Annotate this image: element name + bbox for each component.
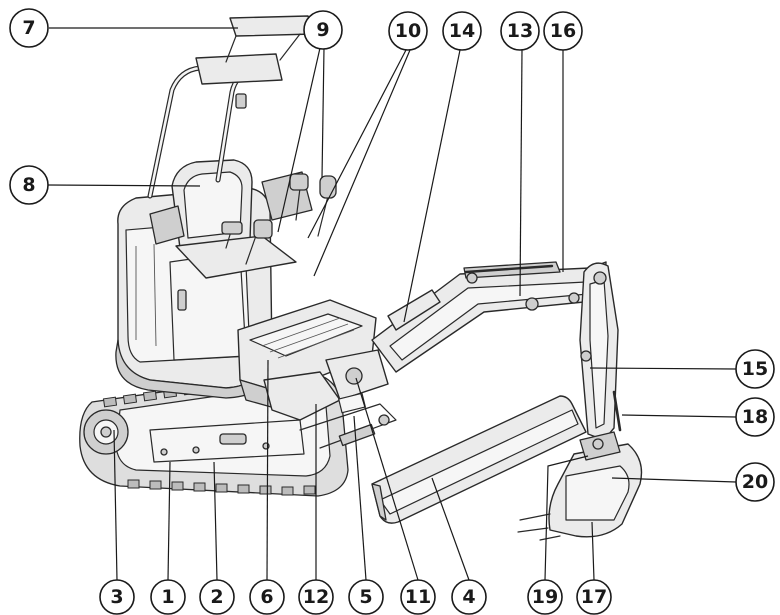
dozer-blade <box>299 395 587 524</box>
svg-text:3: 3 <box>110 586 123 608</box>
callout-4: 4 <box>451 579 487 615</box>
swing-bracket <box>325 349 390 426</box>
svg-text:5: 5 <box>359 586 372 608</box>
leader-lines <box>47 27 737 581</box>
callout-2: 2 <box>199 579 235 615</box>
operator-seat <box>149 159 313 279</box>
svg-text:1: 1 <box>161 586 174 608</box>
svg-text:17: 17 <box>581 586 607 608</box>
callout-7: 7 <box>9 8 49 48</box>
callout-18: 18 <box>735 397 775 437</box>
callouts: 7 9 10 14 13 16 8 15 18 20 3 1 2 6 12 5 … <box>9 8 775 615</box>
callout-16: 16 <box>543 11 583 51</box>
callout-8: 8 <box>9 165 49 205</box>
svg-text:13: 13 <box>507 20 533 42</box>
svg-text:4: 4 <box>462 586 475 608</box>
callout-10: 10 <box>388 11 428 51</box>
callout-6: 6 <box>249 579 285 615</box>
svg-text:14: 14 <box>449 20 475 42</box>
svg-text:12: 12 <box>303 586 329 608</box>
callout-15: 15 <box>735 349 775 389</box>
svg-text:16: 16 <box>550 20 576 42</box>
svg-text:19: 19 <box>532 586 558 608</box>
arm <box>579 262 622 441</box>
callout-17: 17 <box>576 579 612 615</box>
svg-text:2: 2 <box>210 586 223 608</box>
rops-frame <box>147 15 315 199</box>
callout-9: 9 <box>303 10 343 50</box>
callout-11: 11 <box>400 579 436 615</box>
mini-excavator-illustration <box>79 15 643 541</box>
callout-13: 13 <box>500 11 540 51</box>
svg-text:8: 8 <box>22 174 35 196</box>
svg-text:15: 15 <box>742 358 768 380</box>
callout-5: 5 <box>348 579 384 615</box>
svg-text:10: 10 <box>395 20 421 42</box>
callout-1: 1 <box>150 579 186 615</box>
svg-text:20: 20 <box>742 471 768 493</box>
callout-19: 19 <box>527 579 563 615</box>
callout-20: 20 <box>735 462 775 502</box>
callout-12: 12 <box>298 579 334 615</box>
callout-14: 14 <box>442 11 482 51</box>
svg-text:7: 7 <box>22 17 35 39</box>
bucket <box>517 431 643 541</box>
svg-text:9: 9 <box>316 19 329 41</box>
boom-assembly <box>371 261 607 373</box>
callout-3: 3 <box>99 579 135 615</box>
svg-text:6: 6 <box>260 586 273 608</box>
operator-deck <box>237 299 377 421</box>
svg-text:18: 18 <box>742 406 768 428</box>
svg-text:11: 11 <box>405 586 431 608</box>
